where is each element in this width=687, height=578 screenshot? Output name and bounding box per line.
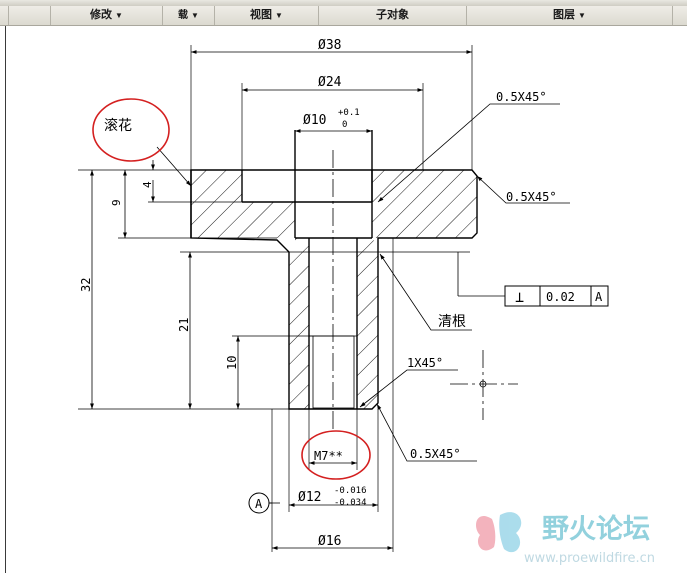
chevron-down-icon: ▼ [578,11,586,20]
extension-lines [78,45,473,552]
toolbar-top-strip [0,0,687,6]
toolbar-group-load[interactable]: 载▼ [162,6,214,25]
toolbar-group-modify[interactable]: 修改▼ [50,6,162,25]
dim-diameter-24: Ø24 [318,75,342,90]
watermark-url: www.proewildfire.cn [524,551,655,566]
dim-diameter-12: Ø12 [298,490,321,505]
dim-diameter-10-lower-tol: 0 [342,120,347,130]
dim-height-10: 10 [225,356,239,370]
highlight-circle-knurl [92,98,170,162]
ribbon-toolbar: 修改▼ 载▼ 视图▼ 子对象 图层▼ [0,0,687,26]
dimension-lines [90,50,472,550]
part-outline [190,130,478,410]
chamfer-callout-1x45: 1X45° [407,356,443,370]
center-mark [479,380,487,388]
forum-watermark: 野火论坛 www.proewildfire.cn [470,505,687,573]
butterfly-logo-icon [476,512,522,553]
centerlines [332,150,518,432]
dim-diameter-12-upper-tol: -0.016 [334,486,367,496]
tolerance-datum: A [595,290,603,304]
chamfer-callout-top: 0.5X45° [496,90,547,104]
toolbar-group-layer[interactable]: 图层▼ [466,6,672,25]
dim-diameter-12-lower-tol: -0.034 [334,498,367,508]
leader-lines [156,103,570,504]
toolbar-end [672,6,687,25]
dim-diameter-38: Ø38 [318,38,341,53]
watermark-title: 野火论坛 [542,514,650,545]
toolbar-group-subobject[interactable]: 子对象 [318,6,466,25]
chevron-down-icon: ▼ [191,11,199,20]
dim-height-4: 4 [141,181,154,188]
highlight-annotations [92,98,371,480]
dim-height-9: 9 [110,199,123,206]
knurl-note: 滚花 [104,117,132,134]
dim-height-21: 21 [177,318,191,332]
chevron-down-icon: ▼ [275,11,283,20]
dim-diameter-10-upper-tol: +0.1 [338,108,360,118]
chamfer-callout-bottom: 0.5X45° [410,447,461,461]
thread-callout: M7** [314,449,343,463]
dim-diameter-16: Ø16 [318,534,341,549]
highlight-circle-thread [301,430,371,480]
toolbar-group-modify-label: 修改 [90,9,113,21]
dim-height-32: 32 [79,278,93,292]
perpendicularity-icon: ⊥ [515,288,524,306]
datum-symbol: A [248,492,272,514]
toolbar-group-subobject-label: 子对象 [376,9,409,21]
tolerance-frame: ⊥ 0.02 A [504,285,609,307]
datum-label: A [255,497,263,511]
dim-diameter-10: Ø10 [303,113,326,128]
toolbar-group-layer-label: 图层 [553,9,576,21]
toolbar-spacer [8,6,50,25]
watermark-graphic: 野火论坛 www.proewildfire.cn [476,512,655,566]
undercut-note: 清根 [438,314,466,330]
hatched-section [191,170,477,409]
chamfer-callout-flange: 0.5X45° [506,190,557,204]
toolbar-group-load-label: 载 [178,10,189,21]
drawing-left-border [0,26,6,573]
toolbar-group-view[interactable]: 视图▼ [214,6,318,25]
toolbar-group-view-label: 视图 [250,9,273,21]
tolerance-value: 0.02 [546,290,575,304]
chevron-down-icon: ▼ [115,11,123,20]
